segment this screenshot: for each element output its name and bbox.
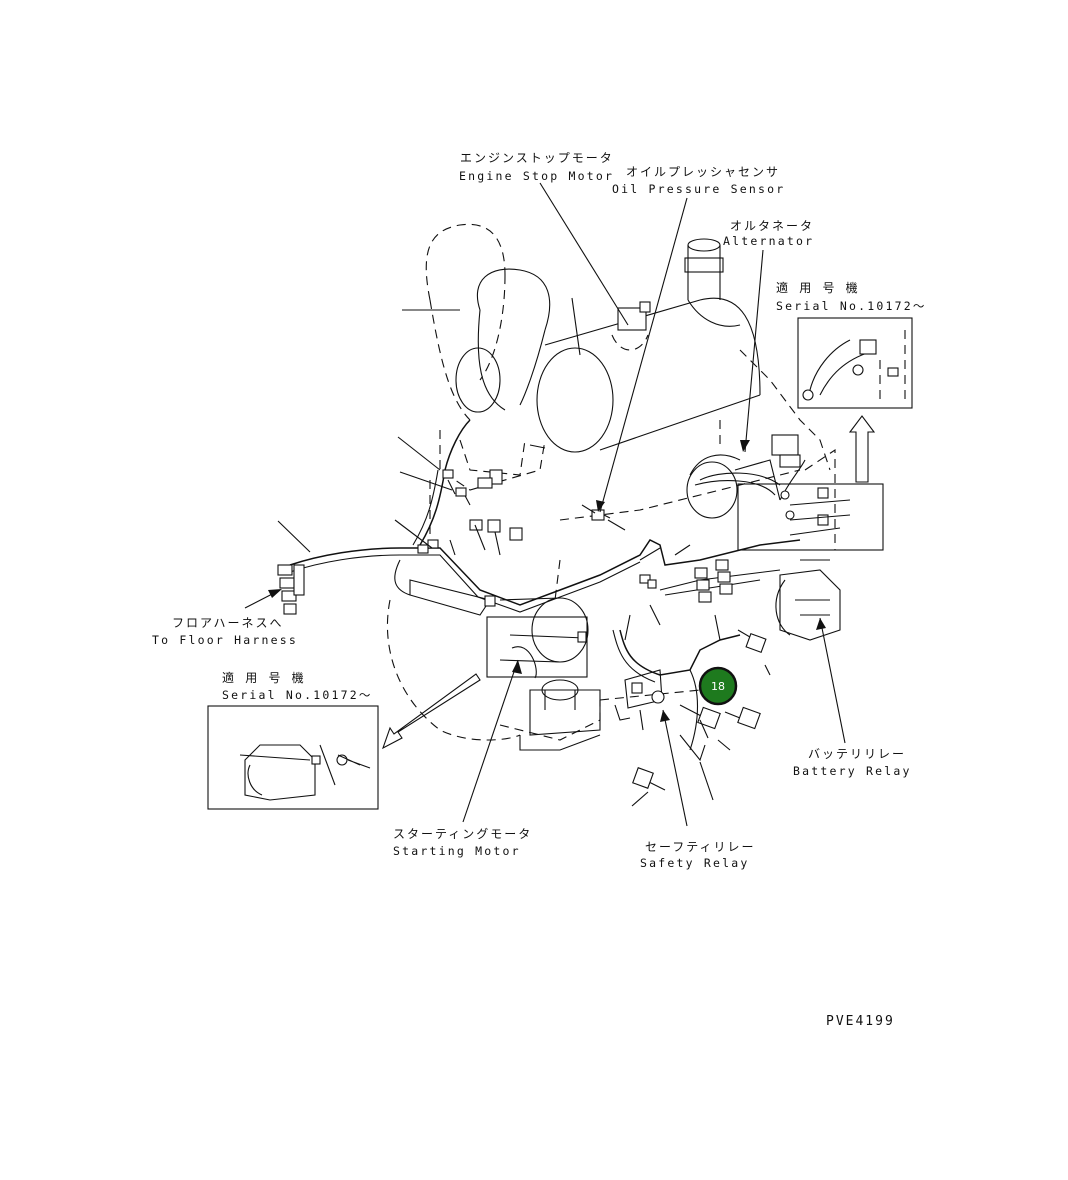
- bolt: [724, 706, 761, 730]
- svg-text:適 用 号 機: 適 用 号 機: [222, 670, 306, 685]
- svg-text:バッテリリレー: バッテリリレー: [808, 747, 906, 761]
- svg-text:適 用 号 機: 適 用 号 機: [776, 280, 860, 295]
- diagonal-arrow-icon: [382, 673, 481, 750]
- label-serial-left: 適 用 号 機 Serial No.10172～: [222, 670, 373, 702]
- label-engine-stop-motor: エンジンストップモータ Engine Stop Motor: [459, 151, 614, 183]
- svg-text:オルタネータ: オルタネータ: [730, 219, 814, 233]
- svg-text:Starting Motor: Starting Motor: [393, 844, 521, 858]
- inset-alternator-detail: [737, 448, 884, 551]
- bolt: [737, 629, 767, 654]
- callout-number: 18: [711, 680, 725, 693]
- inset-left: [207, 705, 379, 810]
- arrows: [382, 415, 876, 750]
- label-floor-harness: フロアハーネスへ To Floor Harness: [152, 616, 298, 647]
- label-alternator: オルタネータ Alternator: [723, 219, 814, 248]
- bolt: [632, 767, 666, 791]
- leader-lines: [244, 182, 846, 827]
- svg-text:Alternator: Alternator: [723, 234, 814, 248]
- inset-top-right: [797, 317, 913, 409]
- wiring-harness: [289, 419, 806, 751]
- label-serial-top-right: 適 用 号 機 Serial No.10172～: [776, 280, 927, 313]
- svg-text:Battery Relay: Battery Relay: [793, 764, 912, 778]
- svg-text:セーフティリレー: セーフティリレー: [645, 840, 756, 854]
- callout-badge[interactable]: 18: [698, 666, 738, 706]
- svg-text:Serial No.10172～: Serial No.10172～: [776, 299, 927, 313]
- svg-text:Safety Relay: Safety Relay: [640, 856, 749, 870]
- svg-text:Engine Stop Motor: Engine Stop Motor: [459, 169, 614, 183]
- label-battery-relay: バッテリリレー Battery Relay: [793, 747, 912, 778]
- svg-text:To Floor Harness: To Floor Harness: [152, 633, 298, 647]
- bolt: [679, 704, 721, 730]
- up-arrow-icon: [848, 415, 876, 483]
- drawing-code: PVE4199: [826, 1014, 895, 1029]
- svg-text:オイルプレッシャセンサ: オイルプレッシャセンサ: [626, 165, 780, 179]
- label-starting-motor: スターティングモータ Starting Motor: [393, 827, 532, 858]
- svg-text:フロアハーネスへ: フロアハーネスへ: [172, 616, 284, 630]
- engine-outline: [386, 223, 831, 751]
- connectors: [277, 301, 841, 791]
- label-safety-relay: セーフティリレー Safety Relay: [640, 840, 756, 870]
- svg-text:Serial No.10172～: Serial No.10172～: [222, 688, 373, 702]
- label-oil-pressure-sensor: オイルプレッシャセンサ Oil Pressure Sensor: [612, 165, 785, 196]
- svg-text:Oil Pressure Sensor: Oil Pressure Sensor: [612, 182, 785, 196]
- svg-text:エンジンストップモータ: エンジンストップモータ: [460, 151, 614, 165]
- svg-text:スターティングモータ: スターティングモータ: [393, 827, 532, 841]
